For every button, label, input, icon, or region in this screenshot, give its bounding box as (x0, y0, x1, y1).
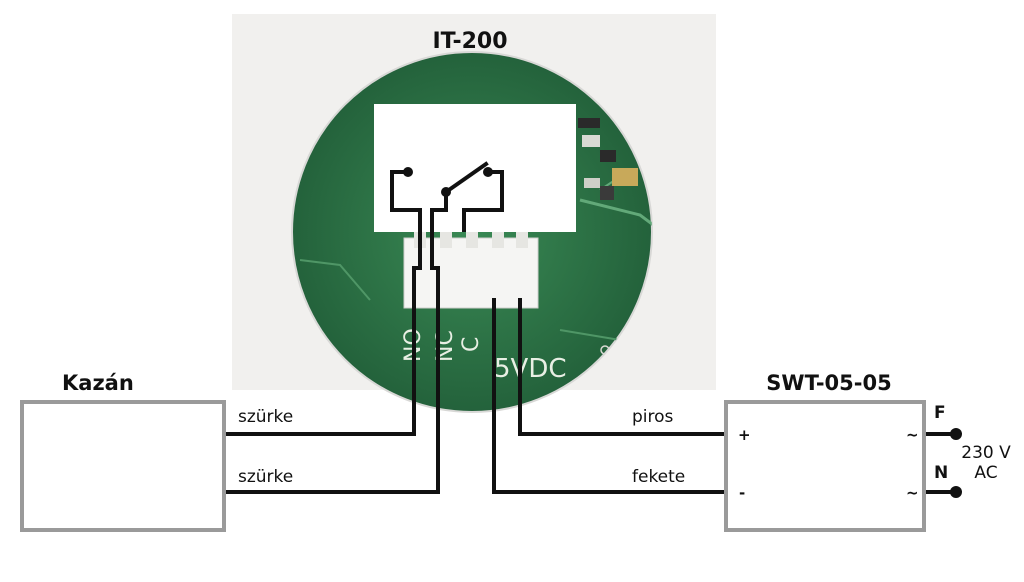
psu-plus-label: + (738, 426, 751, 444)
mains-voltage-label: 230 V (961, 443, 1011, 463)
wire-label-bottom-left: szürke (238, 467, 293, 487)
relay-terminal-dot (483, 167, 493, 177)
wire-label-bottom-right: fekete (632, 467, 685, 487)
pcb-marking-c: C (459, 337, 484, 352)
wire-nc (224, 266, 440, 494)
psu-ac-bottom-label: ~ (906, 484, 919, 502)
relay-terminal-dot (441, 187, 451, 197)
relay-terminal-dot (403, 167, 413, 177)
boiler-title: Kazán (62, 371, 134, 395)
mains-phase-label: F (934, 403, 946, 423)
pcb-marking-5vdc: 5VDC (494, 354, 567, 384)
wire-black (492, 298, 726, 494)
mains-terminal-f (950, 428, 962, 440)
psu-box (724, 400, 926, 532)
relay-box (374, 104, 576, 232)
relay-contact-symbol (390, 161, 504, 270)
mains-terminal-n (950, 486, 962, 498)
mains-neutral-label: N (934, 463, 948, 483)
wire-label-top-left: szürke (238, 407, 293, 427)
boiler-box (20, 400, 226, 532)
wire-label-top-right: piros (632, 407, 674, 427)
device-title: IT-200 (432, 29, 507, 54)
mains-ac-label: AC (974, 463, 997, 483)
wire-no (224, 266, 420, 436)
wire-red (518, 298, 726, 436)
terminal-connector (403, 232, 539, 309)
psu-minus-label: - (739, 484, 745, 502)
psu-ac-top-label: ~ (906, 426, 919, 444)
psu-title: SWT-05-05 (766, 371, 891, 395)
wires (224, 266, 956, 494)
